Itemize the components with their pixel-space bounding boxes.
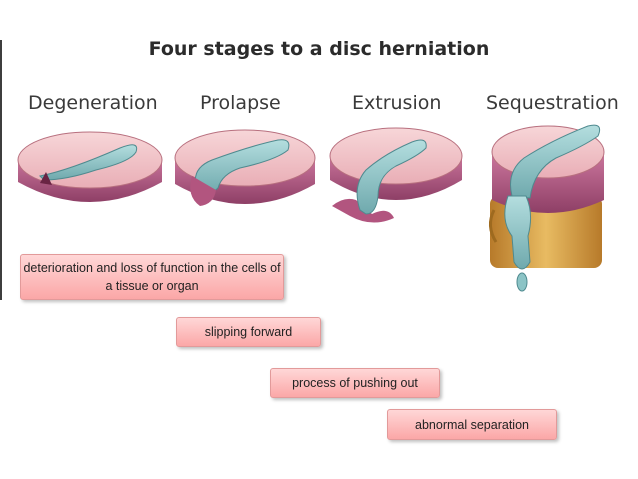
disc-sequestration [489,124,605,292]
crack [40,172,52,185]
callout-prolapse: slipping forward [176,317,321,347]
page-edge-line [0,40,2,300]
disc-extrusion [329,127,463,223]
nucleus [194,139,290,194]
sequestered-fragment [504,195,532,270]
stage-label-prolapse: Prolapse [200,92,281,114]
vertebra-edge [489,209,498,243]
nucleus [510,124,601,199]
callout-extrusion: process of pushing out [270,368,440,398]
callout-degeneration: deterioration and loss of function in th… [20,254,284,300]
bulge [190,176,216,206]
stage-label-extrusion: Extrusion [352,92,442,114]
nucleus [38,144,138,181]
stage-label-sequestration: Sequestration [486,92,619,114]
callout-sequestration: abnormal separation [387,409,557,440]
nucleus [356,139,427,215]
disc-degeneration [17,131,163,202]
stage-label-degeneration: Degeneration [28,92,158,114]
disc-prolapse [174,129,316,206]
free-fragment [516,272,528,292]
diagram-title: Four stages to a disc herniation [148,38,490,60]
